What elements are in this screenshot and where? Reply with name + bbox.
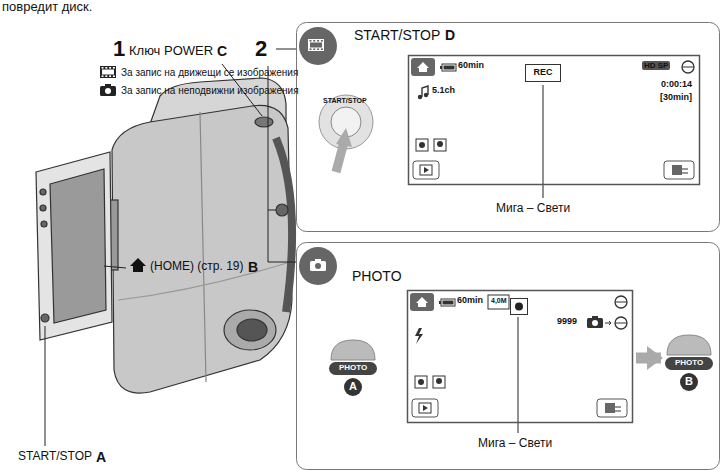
lcd-button [41, 314, 49, 322]
part-name: (HOME) (стр. 19) [150, 260, 244, 274]
leader-line [268, 210, 276, 211]
node-text: 5.1ch [432, 85, 455, 95]
node-text: B [685, 375, 693, 388]
node-text: HD SP [642, 61, 670, 70]
legend-entry: За запис на неподвижни изображения [100, 84, 299, 97]
node-text: 60min [457, 295, 483, 305]
callout-letter: B [248, 259, 258, 275]
node-text: 0:00:14 [661, 79, 692, 89]
leader-line [276, 49, 296, 50]
node-text: D [445, 27, 455, 43]
button-label: START/STOP [323, 97, 367, 105]
node-text: PHOTO [352, 268, 402, 284]
step-number: 1 [113, 36, 125, 61]
photo-button: PHOTO A [327, 338, 379, 400]
node-text: START/STOP [354, 27, 440, 43]
home-icon [130, 258, 146, 272]
node-text: 4,0M [491, 297, 507, 305]
legend-text: За запис на движещи се изображения [121, 67, 298, 79]
grip-strap [276, 138, 292, 312]
start-stop-button [276, 204, 288, 216]
node-text: Мига – Свети [496, 202, 570, 216]
lcd-panel [36, 152, 112, 340]
body [112, 105, 292, 393]
rec-indicator: REC [525, 64, 561, 82]
node-text: REC [534, 67, 553, 77]
camcorder [36, 78, 292, 393]
callout-letter: C [217, 43, 227, 59]
part-name: Ключ POWER [129, 44, 213, 59]
lcd-screen: 60min 4,0M 9999 [407, 290, 633, 423]
power-switch [255, 117, 273, 127]
leader-line [45, 326, 46, 446]
callout-letter: A [96, 449, 106, 465]
node-text: 60min [458, 60, 484, 70]
lcd-screen [50, 169, 106, 323]
lcd-screen-outline [407, 290, 633, 423]
lcd-button [40, 205, 46, 211]
leader-lines [45, 49, 296, 446]
mode-panel: START/STOP D Мига – Свети 60min HD SP 0:00:14… [296, 22, 720, 232]
home-icon [130, 258, 146, 272]
node-text: 9999 [557, 316, 577, 326]
legend-entry: За запис на движещи се изображения [100, 66, 298, 79]
part-name: START/STOP [18, 450, 92, 464]
node-text: A [349, 380, 357, 393]
mode-panel: PHOTOМига – СветиPHOTOA60min4,0M9999PHOT… [296, 242, 720, 470]
lens [237, 319, 267, 341]
legend-icon [100, 84, 117, 97]
lcd-button [41, 221, 47, 227]
leader-line [104, 266, 126, 268]
node-text: [30min] [660, 92, 692, 102]
node-text: PHOTO [675, 358, 703, 367]
mode-panel-outline [296, 22, 720, 232]
photo-button: PHOTO B [663, 333, 715, 395]
lcd-screen: 60min HD SP 0:00:14 [30min] 5.1ch REC [408, 55, 700, 185]
legend-icon [100, 66, 117, 79]
body-seam [200, 112, 206, 382]
lcd-button [40, 189, 46, 195]
page-text: повредит диск. [2, 0, 92, 15]
flow-arrow [636, 353, 661, 364]
lens-ring [224, 310, 276, 350]
legend-text: За запис на неподвижни изображения [121, 85, 299, 97]
node-text: PHOTO [339, 363, 367, 372]
node-text: Мига – Свети [478, 437, 552, 451]
step-number: 2 [255, 36, 267, 61]
